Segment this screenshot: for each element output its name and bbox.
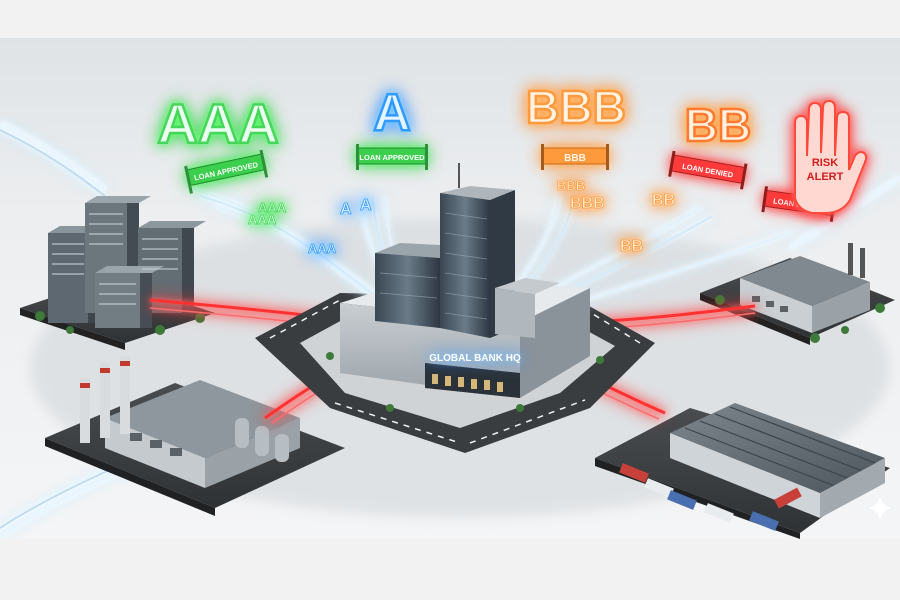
banner-label: BBB (564, 153, 586, 164)
logistics-warehouse (595, 403, 890, 539)
industrial-plant (45, 356, 345, 516)
rating-aaa: AAA (157, 92, 278, 155)
bank-network-illustration: GLOBAL BANK HQ AAA A BBB BB AAA AAA AAA … (0, 80, 900, 539)
sparkle-icon (868, 496, 892, 520)
risk-alert-line1: RISK (812, 157, 838, 169)
risk-alert-line2: ALERT (807, 171, 844, 183)
hq-building: GLOBAL BANK HQ (340, 163, 590, 398)
small-rating-aaa-3: AAA (308, 241, 337, 256)
banner-loan-approved-1: LOAN APPROVED (184, 149, 269, 194)
small-rating-a-1: A (340, 201, 352, 218)
hand-stop-icon (794, 99, 868, 214)
hq-sign: GLOBAL BANK HQ (429, 353, 521, 364)
small-rating-bbb: BBB (570, 195, 605, 212)
small-rating-bbb-2: BBB (557, 178, 585, 193)
data-stream-top-left (0, 121, 107, 197)
small-rating-aaa-2: AAA (248, 212, 277, 227)
rating-bb: BB (685, 99, 751, 151)
banner-loan-approved-2: LOAN APPROVED (356, 144, 428, 170)
banner-loan-denied-1: LOAN DENIED (668, 150, 748, 190)
small-rating-bb-1: BB (652, 192, 675, 209)
rating-bbb: BBB (526, 81, 626, 133)
rating-a: A (373, 84, 411, 142)
factory-right (700, 243, 895, 345)
risk-alert: RISK ALERT (794, 99, 868, 214)
small-rating-bb-2: BB (620, 238, 643, 255)
banner-bbb: BBB (541, 144, 609, 170)
banner-label: LOAN APPROVED (359, 153, 425, 162)
illustration-frame: GLOBAL BANK HQ AAA A BBB BB AAA AAA AAA … (0, 38, 900, 539)
small-rating-a-2: A (360, 197, 372, 214)
data-stream-right (788, 175, 900, 251)
office-cluster (20, 196, 215, 350)
small-rating-aaa-1: AAA (258, 200, 287, 215)
